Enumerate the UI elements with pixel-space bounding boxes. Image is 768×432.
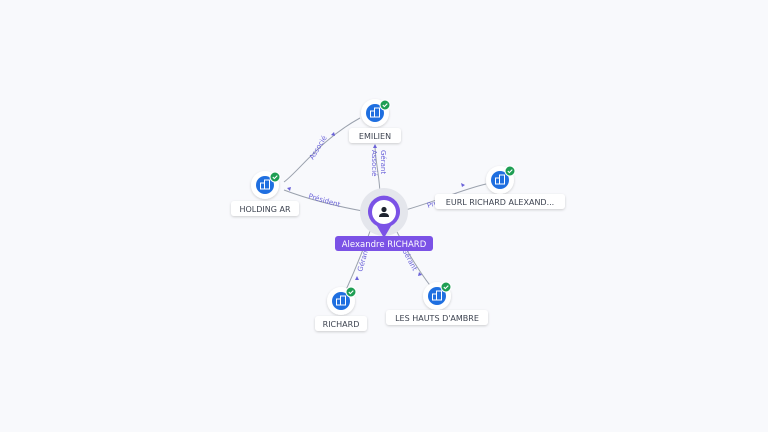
verified-badge-icon xyxy=(379,99,391,111)
verified-badge-icon xyxy=(345,286,357,298)
center-label-bg xyxy=(335,236,433,251)
building-icon xyxy=(370,107,380,118)
person-icon xyxy=(379,206,389,217)
edge-center-hauts: Gérant xyxy=(393,225,433,289)
building-icon xyxy=(495,174,505,185)
edge-label-associe: Associé xyxy=(370,150,378,176)
edge-label-associe: Associé xyxy=(308,134,329,161)
center-label: Alexandre RICHARD xyxy=(342,240,427,250)
node-label: EURL RICHARD ALEXAND... xyxy=(446,198,554,207)
node-richard[interactable]: RICHARD xyxy=(315,286,367,331)
node-center-person[interactable]: Alexandre RICHARD xyxy=(335,188,433,251)
edge-holding-emilien: Associé xyxy=(283,117,361,183)
building-icon xyxy=(432,290,442,301)
node-label: RICHARD xyxy=(323,320,360,329)
node-label: EMILIEN xyxy=(359,132,391,141)
node-label: LES HAUTS D'AMBRE xyxy=(395,314,479,323)
edge-center-richard: Gérant xyxy=(345,225,373,291)
verified-badge-icon xyxy=(504,165,516,177)
verified-badge-icon xyxy=(269,171,281,183)
edge-label-gerant: Gérant xyxy=(379,150,387,174)
node-eurl-richard-alexandre[interactable]: EURL RICHARD ALEXAND... xyxy=(435,165,565,209)
verified-badge-icon xyxy=(440,281,452,293)
node-les-hauts-dambre[interactable]: LES HAUTS D'AMBRE xyxy=(386,281,488,325)
node-emilien[interactable]: EMILIEN xyxy=(349,99,401,143)
node-holding-ar[interactable]: HOLDING AR xyxy=(231,171,299,216)
building-icon xyxy=(260,179,270,190)
edge-label-president: Président xyxy=(307,192,341,209)
building-icon xyxy=(336,295,346,306)
node-label: HOLDING AR xyxy=(239,205,290,214)
